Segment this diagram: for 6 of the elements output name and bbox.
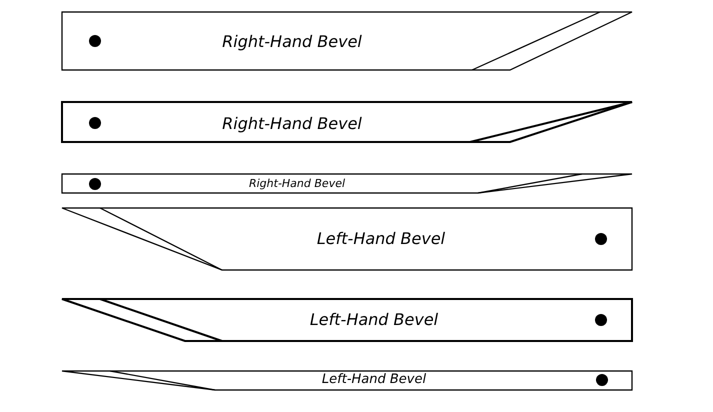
blade-label: Left-Hand Bevel: [310, 311, 438, 329]
blade-label: Right-Hand Bevel: [222, 33, 362, 51]
blade-label: Left-Hand Bevel: [322, 372, 426, 388]
blade-label: Left-Hand Bevel: [316, 230, 446, 248]
blade-label: Right-Hand Bevel: [248, 178, 346, 190]
blade-label: Right-Hand Bevel: [222, 115, 362, 133]
